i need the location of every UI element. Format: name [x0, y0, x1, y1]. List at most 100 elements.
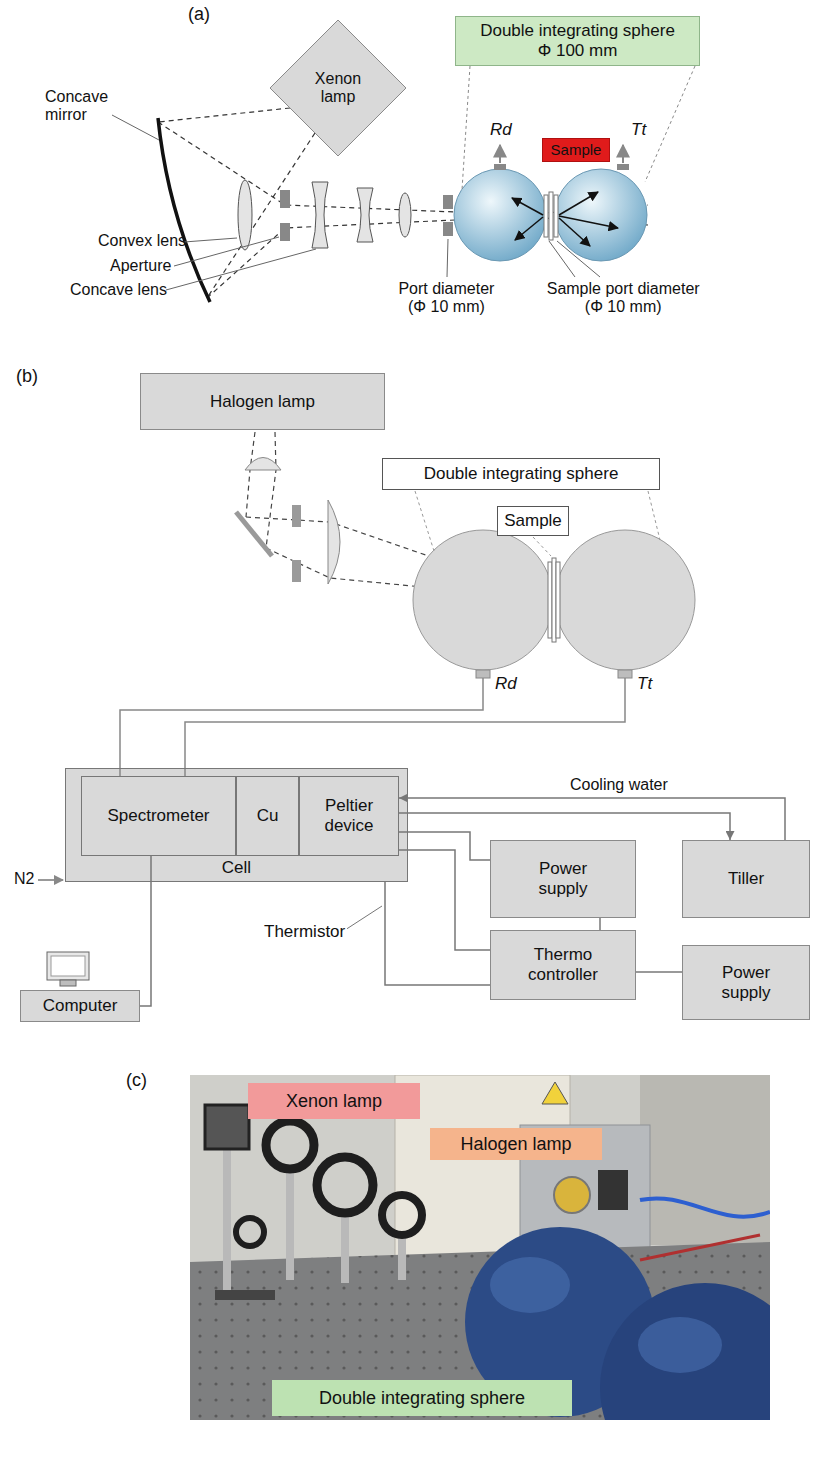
- sample-plate: [544, 192, 558, 240]
- cell-box: CellSpectrometer Cu Peltier device: [65, 768, 408, 882]
- node-text: Xenon lamp: [308, 70, 369, 107]
- setup-photo: [215, 1290, 275, 1300]
- dimension-label: Sample port diameter (Φ 10 mm): [540, 280, 706, 317]
- panel-label: (b): [16, 366, 38, 387]
- leader-line: [533, 537, 551, 556]
- leader-line: [184, 238, 237, 242]
- node-text: Halogen lamp: [210, 392, 315, 412]
- convex-lens: [238, 180, 252, 250]
- copper-block: Cu: [236, 776, 299, 856]
- computer-icon: [47, 952, 89, 980]
- scatter-arrow: [512, 192, 618, 246]
- concave-lens: [357, 188, 373, 242]
- lamp-outline: [270, 20, 406, 156]
- gas-inlet-arrow: [38, 879, 63, 881]
- fiber-wire: [185, 678, 625, 776]
- connector: [385, 882, 490, 985]
- convex-lens: [399, 193, 411, 237]
- setup-photo: [598, 1170, 628, 1210]
- leader-line: [345, 906, 382, 930]
- concave-mirror: [158, 118, 210, 302]
- leader-line: [557, 241, 600, 277]
- scatter-arrow: [512, 198, 543, 215]
- controller-box: Thermo controller: [490, 930, 636, 1000]
- computer-icon: [47, 952, 89, 986]
- leader-line: [549, 241, 575, 277]
- detector-port: [494, 164, 629, 170]
- chiller-box: Tiller: [682, 840, 810, 918]
- sample-plate: [556, 562, 560, 638]
- aperture: [292, 560, 301, 582]
- node-text: Thermo controller: [516, 945, 610, 984]
- connector: [399, 813, 730, 840]
- sample-plate: [548, 562, 552, 638]
- signal-arrow: [499, 145, 501, 163]
- aperture: [292, 505, 301, 527]
- setup-photo: [286, 1170, 294, 1280]
- edge-label: Thermistor: [262, 922, 347, 942]
- connector: [399, 832, 490, 860]
- node-text: Sample: [504, 511, 562, 531]
- setup-photo: [236, 1218, 264, 1246]
- sample-box: Sample: [542, 138, 610, 162]
- integrating-sphere: [454, 169, 546, 261]
- setup-photo: [640, 1198, 770, 1216]
- computer-icon: [60, 980, 76, 986]
- lamp-box: Xenon lamp: [270, 20, 406, 156]
- node-text: Double integrating sphere: [424, 464, 619, 484]
- leader-line: [415, 491, 660, 556]
- peltier-box: Peltier device: [299, 776, 399, 856]
- folding-mirror: [236, 512, 272, 556]
- fiber-wire: [120, 678, 625, 776]
- node-text: Cell: [222, 858, 251, 878]
- leader-line: [166, 249, 316, 290]
- leader-line: [462, 66, 695, 190]
- lamp-box: Halogen lamp: [140, 373, 385, 430]
- integrating-sphere: [555, 530, 695, 670]
- title-box: Double integrating sphereΦ 100 mm: [455, 16, 700, 66]
- power-supply-box: Power supply: [490, 840, 636, 918]
- integrating-sphere: [555, 169, 647, 261]
- part-label: Convex lens: [98, 232, 186, 250]
- light-ray: [266, 432, 276, 548]
- setup-photo: [490, 1257, 570, 1313]
- setup-photo: [398, 1235, 406, 1280]
- signal-arrow: [622, 145, 624, 163]
- plano-convex-lens: [328, 500, 340, 584]
- aperture: [280, 223, 290, 241]
- sample-plate: [544, 195, 548, 237]
- sample-box: Sample: [497, 506, 569, 536]
- photo-tag: Halogen lamp: [430, 1128, 602, 1160]
- node-text: Cu: [257, 806, 279, 826]
- setup-photo: [640, 1235, 760, 1260]
- node-text: Computer: [43, 996, 118, 1016]
- connector: [599, 918, 601, 930]
- setup-photo: [341, 1213, 349, 1283]
- setup-photo: [542, 1082, 568, 1104]
- setup-photo: [640, 1075, 770, 1245]
- signal-label: Tt: [631, 120, 646, 140]
- port-aperture: [443, 195, 453, 209]
- scatter-arrow: [559, 192, 598, 215]
- node-text: Sample: [551, 141, 602, 158]
- condenser-lens: [245, 458, 281, 471]
- setup-photo: [205, 1105, 249, 1149]
- sample-plate: [549, 192, 553, 240]
- sample-plate: [548, 558, 560, 642]
- connector: [636, 971, 682, 973]
- setup-photo: [190, 1075, 770, 1420]
- setup-photo: [554, 1177, 590, 1213]
- cell-housing: [65, 768, 408, 882]
- signal-label: Rd: [495, 674, 517, 694]
- part-label: Aperture: [110, 257, 171, 275]
- signal-label: Rd: [490, 120, 512, 140]
- power-supply-box: Power supply: [682, 945, 810, 1020]
- sample-plate: [554, 195, 558, 237]
- leader-line: [112, 115, 600, 290]
- spectrometer-box: Spectrometer: [81, 776, 236, 856]
- concave-lens: [312, 182, 328, 248]
- setup-photo: [266, 1121, 314, 1169]
- setup-photo: [600, 1283, 770, 1420]
- aperture: [280, 190, 290, 241]
